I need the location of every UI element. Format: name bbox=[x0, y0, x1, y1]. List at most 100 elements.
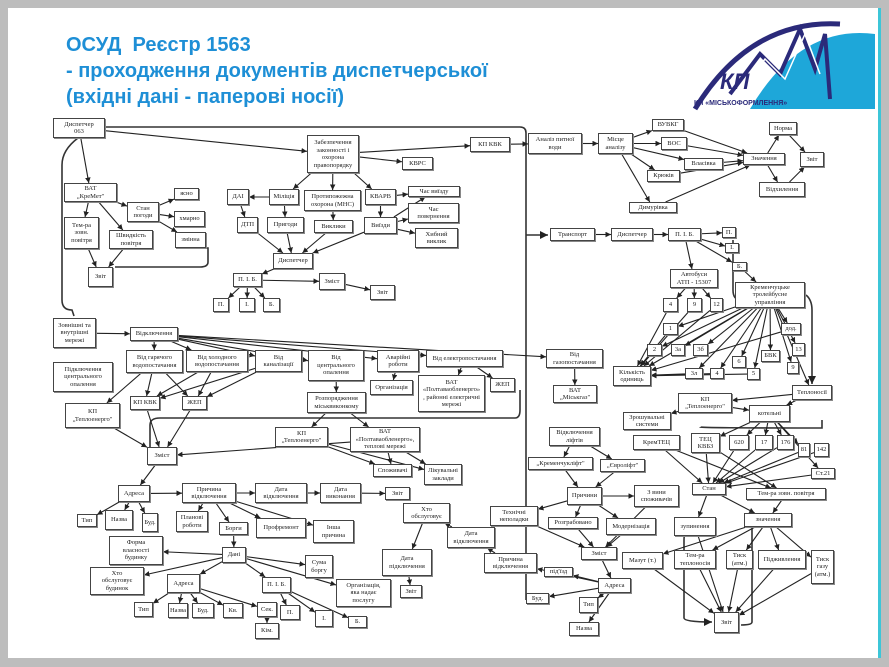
node-profrem: Профремонт bbox=[256, 518, 306, 538]
node-kpkvk: КП КВК bbox=[470, 137, 510, 152]
edge-kremtec-stan bbox=[664, 449, 703, 484]
edge-zmist3-adresa3 bbox=[601, 559, 612, 579]
bus-line-network bbox=[61, 137, 79, 317]
edge-vidkan-zhep1 bbox=[206, 371, 257, 398]
edge-pib2-b2 bbox=[695, 240, 733, 263]
node-vidhol: Від холодного водопостачання bbox=[186, 350, 248, 372]
node-znach2: значення bbox=[744, 513, 792, 527]
edge-k142-stan bbox=[725, 452, 815, 484]
node-militsia: Міліція bbox=[269, 189, 299, 205]
title-line-2: - проходження документів диспетчерської bbox=[66, 60, 488, 82]
edge-stanpog-zminna bbox=[158, 220, 178, 233]
edge-dtp-disp2 bbox=[257, 232, 284, 254]
node-chasvyizdu: Час виїзду bbox=[408, 186, 460, 197]
node-zvit5: Звіт bbox=[400, 585, 422, 598]
edge-kpteplo3-kotelni bbox=[731, 406, 750, 412]
edge-mistse-vlasivka bbox=[632, 147, 685, 161]
edge-vos-znach bbox=[686, 145, 744, 158]
node-tbvk: БВК bbox=[761, 350, 780, 362]
node-zvit3: Звіт bbox=[800, 152, 824, 167]
node-kpteplo3: КП „Теплоенерго" bbox=[678, 393, 732, 413]
node-vatmisk: ВАТ „Міськгаз" bbox=[553, 385, 597, 403]
slide-title: ОСУД Реєстр 1563 - проходження документі… bbox=[66, 32, 488, 110]
node-t4: 4 bbox=[710, 368, 724, 379]
edge-prych1-borgy bbox=[215, 502, 230, 523]
node-pib2: П. І. Б. bbox=[668, 228, 701, 241]
node-zvit4: Звіт bbox=[385, 487, 410, 500]
bus-line-kotelni bbox=[699, 420, 823, 429]
edge-kotelni-k620 bbox=[746, 421, 761, 436]
edge-militsia-pryhody bbox=[282, 204, 288, 218]
node-i2: І. bbox=[725, 243, 739, 253]
edge-troleib-t6 bbox=[741, 307, 765, 357]
node-hybnyi: Хибний виклик bbox=[415, 228, 458, 248]
node-disp2: Диспетчер bbox=[273, 253, 313, 269]
edge-kremtec-temp2 bbox=[675, 449, 772, 489]
node-rozpor: Розпорядження міськвиконкому bbox=[307, 392, 366, 413]
node-pib3: П. І. Б. bbox=[262, 577, 291, 593]
node-analiz: Аналіз питної води bbox=[528, 133, 582, 154]
edge-kpteplo2-spozh bbox=[327, 446, 376, 465]
node-chaspov: Час повернення bbox=[408, 203, 459, 223]
node-zhep1: ЖЕП bbox=[182, 396, 207, 410]
node-zmist3: Зміст bbox=[581, 547, 617, 560]
bus-lines bbox=[61, 126, 823, 626]
edge-adresa1-typ1 bbox=[96, 501, 120, 516]
edge-vidhol-kpkvk2 bbox=[156, 371, 199, 397]
node-mistse: Місце аналізу bbox=[598, 133, 633, 154]
node-nazva1: Назва bbox=[105, 510, 133, 530]
node-kv: Кв. bbox=[223, 603, 243, 618]
edge-norma-zvit3 bbox=[788, 134, 806, 153]
edge-teplonosii-kotelni bbox=[786, 399, 798, 406]
edge-b2-troleib bbox=[743, 270, 757, 283]
node-rozgr: Розграбовано bbox=[548, 517, 598, 529]
node-zhep2: ЖЕП bbox=[490, 378, 515, 392]
node-typ1: Тип bbox=[77, 514, 97, 527]
edge-troleib-t1 bbox=[677, 306, 736, 328]
node-zovn: Зовнішні та внутрішні мережі bbox=[53, 318, 96, 348]
edge-temp2-znach2 bbox=[772, 499, 783, 514]
node-p3: П. bbox=[280, 605, 300, 620]
node-shvyd: Швидкість повітря bbox=[109, 230, 153, 249]
edge-temptepl-zvit6 bbox=[699, 568, 722, 613]
node-datavidkl2: Дата відключення bbox=[447, 527, 495, 548]
edge-k17-stan bbox=[715, 449, 756, 484]
node-k17: 17 bbox=[755, 435, 773, 450]
edge-vyizdy-hybnyi bbox=[396, 228, 416, 235]
edge-vidkllift-kremlift bbox=[563, 445, 571, 458]
node-t5: 5 bbox=[747, 368, 760, 380]
edge-rozpor-kpteplo2 bbox=[311, 412, 327, 428]
node-t1: 1 bbox=[663, 323, 678, 335]
edge-vatkremet-shvyd bbox=[98, 201, 124, 231]
edge-vidgar-kpkvk2 bbox=[145, 372, 153, 397]
node-planovi: Планові роботи bbox=[176, 511, 208, 532]
edge-disp063-zabezp bbox=[104, 130, 308, 154]
edge-prychyny-modern bbox=[597, 504, 619, 519]
node-zminna: змінна bbox=[175, 232, 206, 248]
edge-dani-forma bbox=[162, 549, 223, 555]
node-prych1: Причина відключення bbox=[182, 483, 236, 503]
node-vyizdy: Виїзди bbox=[364, 217, 397, 234]
node-vyklyky: Виклики bbox=[314, 220, 353, 233]
edge-modern-zmist3 bbox=[606, 534, 622, 548]
node-vatpoltel: ВАТ «Полтаваобленерго» , районні електри… bbox=[418, 375, 485, 412]
node-vuvkg: ВУВКГ bbox=[652, 119, 684, 131]
node-temptepl: Тем-ра теплоносія bbox=[674, 550, 716, 569]
edge-pryhody-disp2 bbox=[286, 232, 293, 254]
edge-pib2-p2 bbox=[700, 230, 723, 236]
node-k142: 142 bbox=[814, 443, 829, 457]
edge-avtobusy-r12 bbox=[701, 287, 711, 299]
edge-tempzovn-zvit1 bbox=[87, 248, 97, 268]
edge-pib2-i2 bbox=[700, 238, 726, 248]
edge-zabezp-kpkvk bbox=[358, 143, 471, 153]
node-tempzovn: Тем-ра зовн. повітря bbox=[64, 217, 99, 249]
node-transport: Транспорт bbox=[550, 228, 595, 241]
edge-teckvbz-stan bbox=[705, 452, 711, 484]
edge-datavidkl2-khto2 bbox=[444, 522, 453, 529]
edge-adresa1-bud1 bbox=[138, 501, 146, 514]
edge-adresa2-sek bbox=[199, 588, 258, 608]
node-p1: П. bbox=[213, 298, 229, 312]
edge-vidkl-vidhol bbox=[170, 340, 192, 351]
edge-vidkan-kpkvk2 bbox=[159, 367, 256, 400]
